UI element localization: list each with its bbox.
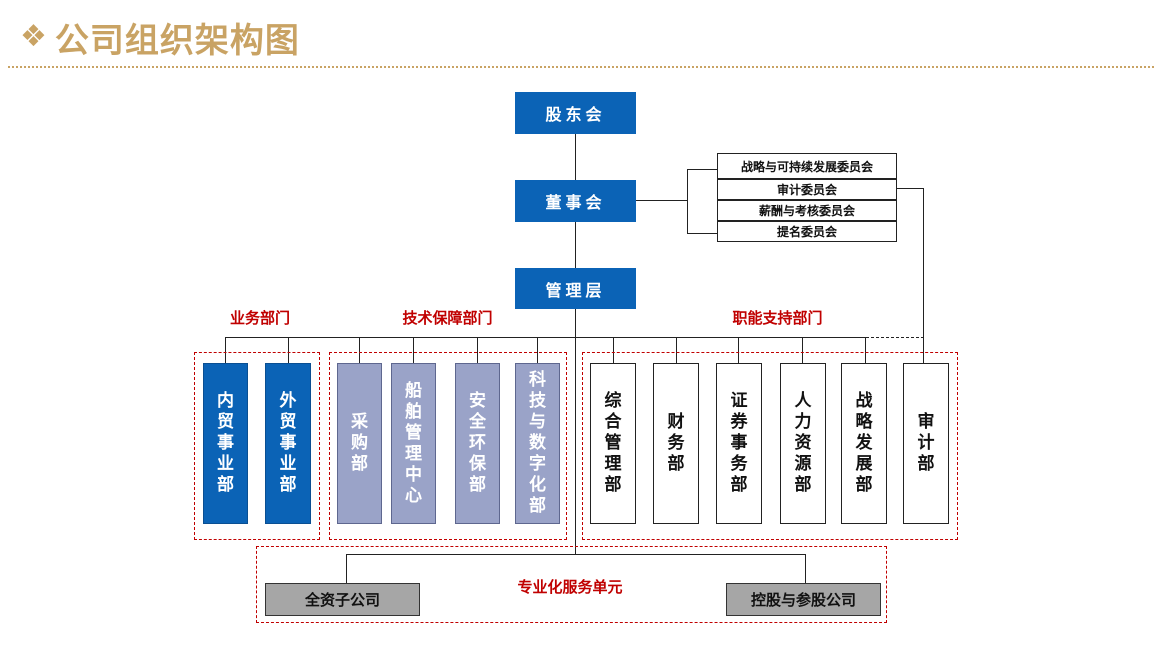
unit-holding-participating: 控股与参股公司	[726, 583, 881, 616]
label-business-depts: 业务部门	[229, 309, 290, 327]
service-bus	[346, 554, 806, 555]
page-title: ❖ 公司组织架构图	[20, 14, 300, 61]
dept-procurement: 采购部	[337, 363, 382, 524]
committee-audit: 审计委员会	[717, 179, 897, 200]
drop-line	[738, 337, 739, 363]
label-service-units: 专业化服务单元	[517, 578, 623, 596]
connector-committee-4	[687, 233, 718, 234]
region-service	[256, 546, 887, 623]
drop-line	[802, 337, 803, 363]
connector-management-main	[575, 309, 576, 554]
dept-foreign-trade: 外贸事业部	[265, 363, 311, 524]
department-bus	[225, 337, 866, 338]
dept-safety-environment: 安全环保部	[455, 363, 500, 524]
region-business	[194, 352, 320, 540]
drop-line	[537, 337, 538, 363]
connector-committees-spine	[687, 169, 688, 233]
title-divider	[8, 66, 1154, 68]
dept-strategy-development: 战略发展部	[841, 363, 887, 524]
region-tech	[329, 352, 567, 540]
committee-nomination: 提名委员会	[717, 221, 897, 242]
drop-line	[413, 337, 414, 363]
dept-ship-management: 船舶管理中心	[391, 363, 436, 524]
dept-domestic-trade: 内贸事业部	[203, 363, 248, 524]
dept-finance: 财务部	[653, 363, 699, 524]
management-box: 管理层	[515, 268, 636, 309]
connector-committee-1	[687, 169, 718, 170]
connector-shareholders-board	[575, 134, 576, 180]
drop-line	[359, 337, 360, 363]
label-tech-depts: 技术保障部门	[402, 309, 493, 327]
drop-line	[288, 337, 289, 363]
shareholders-box: 股东会	[515, 92, 636, 134]
connector-board-committees	[636, 200, 688, 201]
dept-general-admin: 综合管理部	[590, 363, 636, 524]
page-title-text: 公司组织架构图	[54, 20, 300, 61]
board-box: 董事会	[515, 180, 636, 222]
unit-wholly-owned: 全资子公司	[265, 583, 420, 616]
drop-line	[477, 337, 478, 363]
committee-compensation: 薪酬与考核委员会	[717, 200, 897, 221]
drop-line	[865, 337, 866, 363]
drop-line	[676, 337, 677, 363]
dotted-connector-audit	[866, 337, 924, 338]
committee-strategy: 战略与可持续发展委员会	[717, 153, 897, 179]
dept-tech-digital: 科技与数字化部	[515, 363, 560, 524]
dept-securities-affairs: 证券事务部	[716, 363, 762, 524]
drop-line	[613, 337, 614, 363]
connector-audit-dept	[923, 188, 924, 363]
connector-audit-committee	[896, 188, 924, 189]
label-support-depts: 职能支持部门	[732, 309, 823, 327]
drop-line	[805, 554, 806, 583]
region-support	[582, 352, 958, 540]
diamond-icon: ❖	[20, 19, 47, 54]
drop-line	[225, 337, 226, 363]
dept-audit: 审计部	[903, 363, 949, 524]
dept-human-resources: 人力资源部	[780, 363, 826, 524]
drop-line	[346, 554, 347, 583]
connector-board-management	[575, 222, 576, 268]
